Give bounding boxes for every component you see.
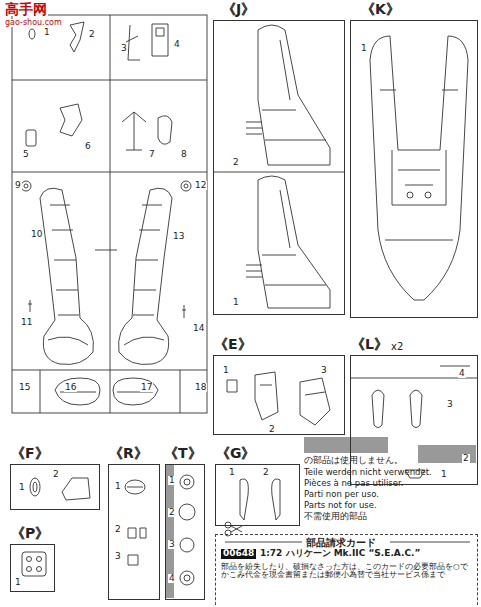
callout-number: 2 bbox=[168, 508, 176, 517]
callout-number: 2 bbox=[114, 525, 122, 534]
callout-number: 12 bbox=[194, 181, 207, 190]
node-text: x2 bbox=[391, 341, 403, 352]
node-text: 1:72 ハリケーン Mk.IIC “S.E.A.C.” bbox=[260, 549, 420, 559]
sprue-letter: 《R》 bbox=[109, 446, 148, 461]
callout-number: 2 bbox=[268, 425, 276, 434]
sprue-letter: 《F》 bbox=[11, 446, 49, 461]
sprue-frame: 《J》 bbox=[213, 20, 345, 315]
note-box: の部品は使用しません。 Teile werden nicht verwendet.… bbox=[302, 436, 478, 532]
node-text: Teile werden nicht verwendet. bbox=[304, 468, 432, 477]
callout-number: 1 bbox=[440, 470, 448, 479]
callout-number: 9 bbox=[14, 181, 22, 190]
callout-number: 2 bbox=[88, 30, 96, 39]
node-text: Parti non per uso. bbox=[304, 490, 379, 499]
callout-number: 1 bbox=[18, 483, 26, 492]
node-text: 00648 bbox=[221, 549, 256, 559]
watermark: 高手网 bbox=[4, 2, 48, 16]
callout-number: 3 bbox=[446, 400, 454, 409]
callout-number: 2 bbox=[52, 470, 60, 479]
callout-number: 3 bbox=[320, 366, 328, 375]
callout-number: 4 bbox=[173, 40, 181, 49]
sprue-frame: 《K》 bbox=[350, 20, 478, 318]
node-text: の部品は使用しません。 bbox=[304, 456, 403, 466]
watermark: gao-shou.com bbox=[4, 19, 63, 27]
sprue-letter: 《K》 bbox=[361, 2, 400, 17]
callout-number: 3 bbox=[168, 540, 176, 549]
callout-number: 1 bbox=[232, 298, 240, 307]
request-card: 部品請求カード 00648 1:72 ハリケーン Mk.IIC “S.E.A.C.”… bbox=[215, 534, 478, 607]
callout-number: 1 bbox=[360, 44, 368, 53]
callout-number: 2 bbox=[462, 454, 470, 463]
callout-number: 2 bbox=[262, 468, 270, 477]
callout-number: 1 bbox=[228, 468, 236, 477]
callout-number: 1 bbox=[114, 482, 122, 491]
callout-number: 4 bbox=[458, 369, 466, 378]
node-text: Pièces à ne pas utiliser. bbox=[304, 479, 403, 488]
callout-number: 14 bbox=[192, 324, 205, 333]
callout-number: 16 bbox=[64, 383, 77, 392]
callout-number: 10 bbox=[30, 230, 43, 239]
callout-number: 11 bbox=[20, 318, 33, 327]
callout-number: 2 bbox=[232, 158, 240, 167]
sprue-letter: 《L》 bbox=[351, 337, 388, 352]
node-text: 部品を紛失したり、破損なさった方は、このカードの必要部品を○でかこみ代金を現金書… bbox=[221, 563, 472, 580]
callout-number: 5 bbox=[22, 150, 30, 159]
sprue-letter: 《J》 bbox=[222, 2, 255, 17]
callout-number: 13 bbox=[172, 232, 185, 241]
node-text: Parts not for use. bbox=[304, 501, 377, 510]
callout-number: 3 bbox=[120, 44, 128, 53]
callout-number: 1 bbox=[14, 578, 22, 587]
node-text: 不需使用的部品 bbox=[304, 512, 367, 522]
callout-number: 6 bbox=[84, 142, 92, 151]
callout-number: 1 bbox=[43, 28, 51, 37]
callout-number: 4 bbox=[168, 574, 176, 583]
sprue-letter: 《P》 bbox=[11, 526, 49, 541]
callout-number: 15 bbox=[18, 383, 31, 392]
callout-number: 1 bbox=[168, 476, 176, 485]
callout-number: 8 bbox=[180, 150, 188, 159]
callout-number: 7 bbox=[148, 150, 156, 159]
callout-number: 1 bbox=[222, 366, 230, 375]
callout-number: 3 bbox=[114, 552, 122, 561]
callout-number: 18 bbox=[194, 383, 207, 392]
sprue-letter: 《G》 bbox=[216, 446, 256, 461]
sprue-letter: 《T》 bbox=[164, 446, 202, 461]
sprue-letter: 《E》 bbox=[214, 337, 252, 352]
node-text: 部品請求カード bbox=[306, 538, 376, 548]
callout-number: 17 bbox=[140, 383, 153, 392]
